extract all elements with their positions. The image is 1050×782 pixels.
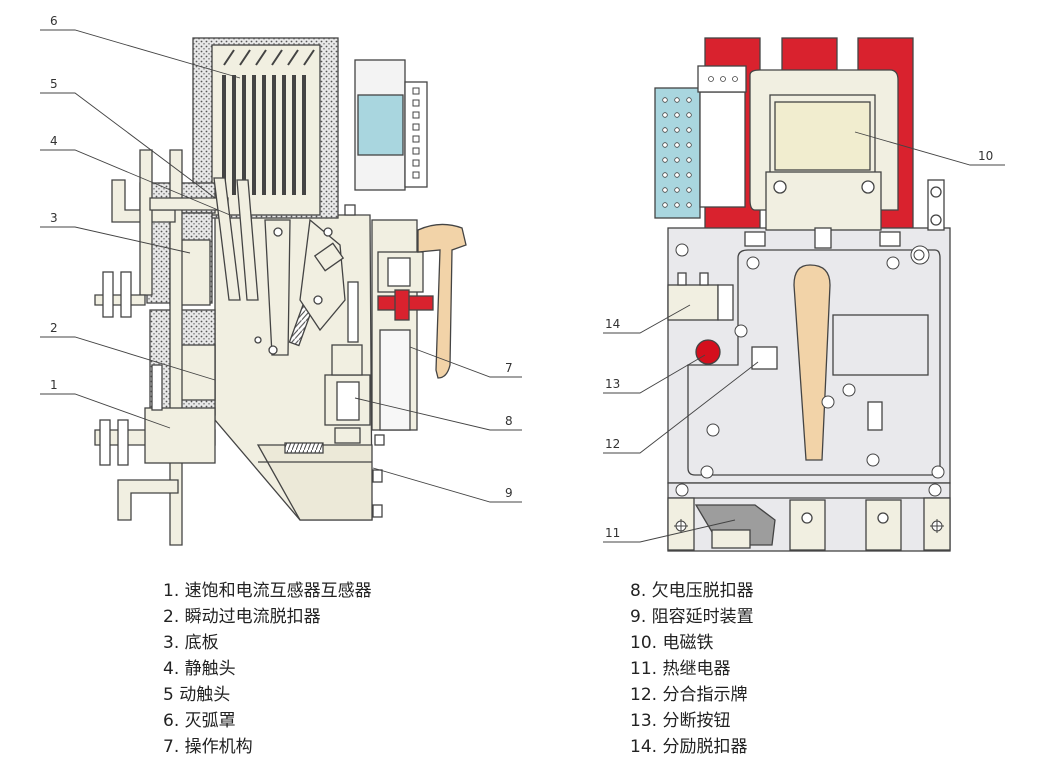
callout-8: 8: [505, 414, 513, 428]
operating-handle: [417, 223, 467, 379]
legend-item: 12. 分合指示牌: [630, 685, 748, 705]
callout-3: 3: [50, 211, 58, 225]
legend-item: 7. 操作机构: [163, 737, 253, 757]
off-button: [695, 339, 721, 365]
left-callout-labels: 6 5 4 3 2 1 7 8 9: [50, 14, 513, 500]
callout-10: 10: [978, 149, 993, 163]
callout-1: 1: [50, 378, 58, 392]
callout-6: 6: [50, 14, 58, 28]
legend-item: 8. 欠电压脱扣器: [630, 581, 754, 601]
rating-window: [832, 314, 929, 376]
legend-item: 13. 分断按钮: [630, 711, 731, 731]
front-view: [654, 37, 951, 552]
callout-7: 7: [505, 361, 513, 375]
legend-item: 5 动触头: [163, 685, 231, 705]
breaker-diagram: 6 5 4 3 2 1 7 8 9: [40, 14, 1005, 552]
callout-2: 2: [50, 321, 58, 335]
legend-right: 8. 欠电压脱扣器 9. 阻容延时装置 10. 电磁铁 11. 热继电器 12.…: [630, 578, 754, 760]
legend-item: 2. 瞬动过电流脱扣器: [163, 607, 321, 627]
side-section-view: [94, 37, 467, 546]
legend-item: 14. 分励脱扣器: [630, 737, 748, 757]
legend-item: 9. 阻容延时装置: [630, 607, 754, 627]
open-close-indicator: [751, 346, 778, 370]
right-callout-labels: 10 14 13 12 11: [605, 149, 993, 540]
auxiliary-module: [357, 94, 404, 156]
callout-12: 12: [605, 437, 620, 451]
moving-contact: [213, 177, 241, 301]
legend-item: 4. 静触头: [163, 659, 236, 679]
legend-item: 6. 灭弧罩: [163, 711, 236, 731]
front-handle: [793, 264, 831, 461]
legend-item: 1. 速饱和电流互感器互感器: [163, 581, 372, 601]
legend-item: 3. 底板: [163, 633, 219, 653]
auxiliary-contact-block: [654, 87, 701, 219]
arc-chute-slots: [222, 75, 306, 195]
legend-left: 1. 速饱和电流互感器互感器 2. 瞬动过电流脱扣器 3. 底板 4. 静触头 …: [163, 578, 372, 760]
callout-13: 13: [605, 377, 620, 391]
current-transformer: [144, 407, 216, 464]
callout-4: 4: [50, 134, 58, 148]
callout-5: 5: [50, 77, 58, 91]
legend-item: 11. 热继电器: [630, 659, 731, 679]
delay-device-housing: [256, 444, 373, 521]
legend-item: 10. 电磁铁: [630, 633, 714, 653]
shunt-release: [667, 284, 719, 321]
callout-11: 11: [605, 526, 620, 540]
callout-9: 9: [505, 486, 513, 500]
left-callout-leaders: [40, 29, 522, 503]
right-callout-leaders: [603, 131, 1005, 543]
callout-14: 14: [605, 317, 620, 331]
